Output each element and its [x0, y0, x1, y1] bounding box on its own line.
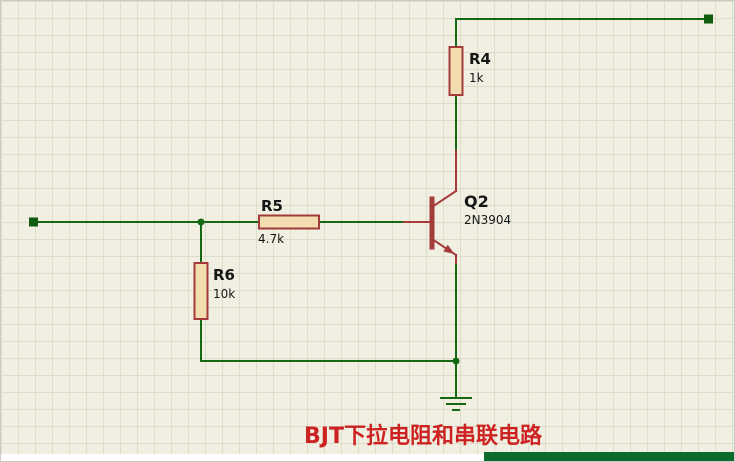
resistor-r4[interactable]	[448, 46, 464, 96]
net-collector-wire[interactable]	[455, 18, 709, 152]
ground-icon[interactable]	[440, 397, 472, 411]
r4-value-label: 1k	[469, 71, 484, 85]
r6-ref-label: R6	[213, 266, 235, 284]
r4-ref-label: R4	[469, 50, 491, 68]
q2-value-label: 2N3904	[464, 213, 511, 227]
terminal-pad-left[interactable]	[29, 217, 38, 227]
r5-ref-label: R5	[261, 197, 283, 215]
transistor-q2[interactable]	[403, 150, 458, 264]
r5-value-label: 4.7k	[258, 232, 284, 246]
net-ground-wire[interactable]	[200, 221, 457, 399]
r6-value-label: 10k	[213, 287, 235, 301]
resistor-r6[interactable]	[193, 262, 209, 320]
resistor-body	[193, 262, 209, 320]
q2-collector-lead	[430, 189, 458, 209]
q2-emitter-arrow-icon	[443, 244, 455, 254]
diagram-title: BJT下拉电阻和串联电路	[304, 423, 543, 449]
q2-ref-label: Q2	[464, 192, 489, 211]
bottom-white-strip	[1, 454, 734, 461]
green-bar-fragment	[484, 452, 734, 461]
junction-dot	[452, 357, 460, 365]
wires	[33, 18, 709, 399]
junction-dot	[197, 218, 205, 226]
resistor-r5[interactable]	[258, 214, 320, 230]
resistor-body	[448, 46, 464, 96]
terminal-pad-top-right[interactable]	[704, 14, 713, 24]
resistor-body	[258, 214, 320, 230]
